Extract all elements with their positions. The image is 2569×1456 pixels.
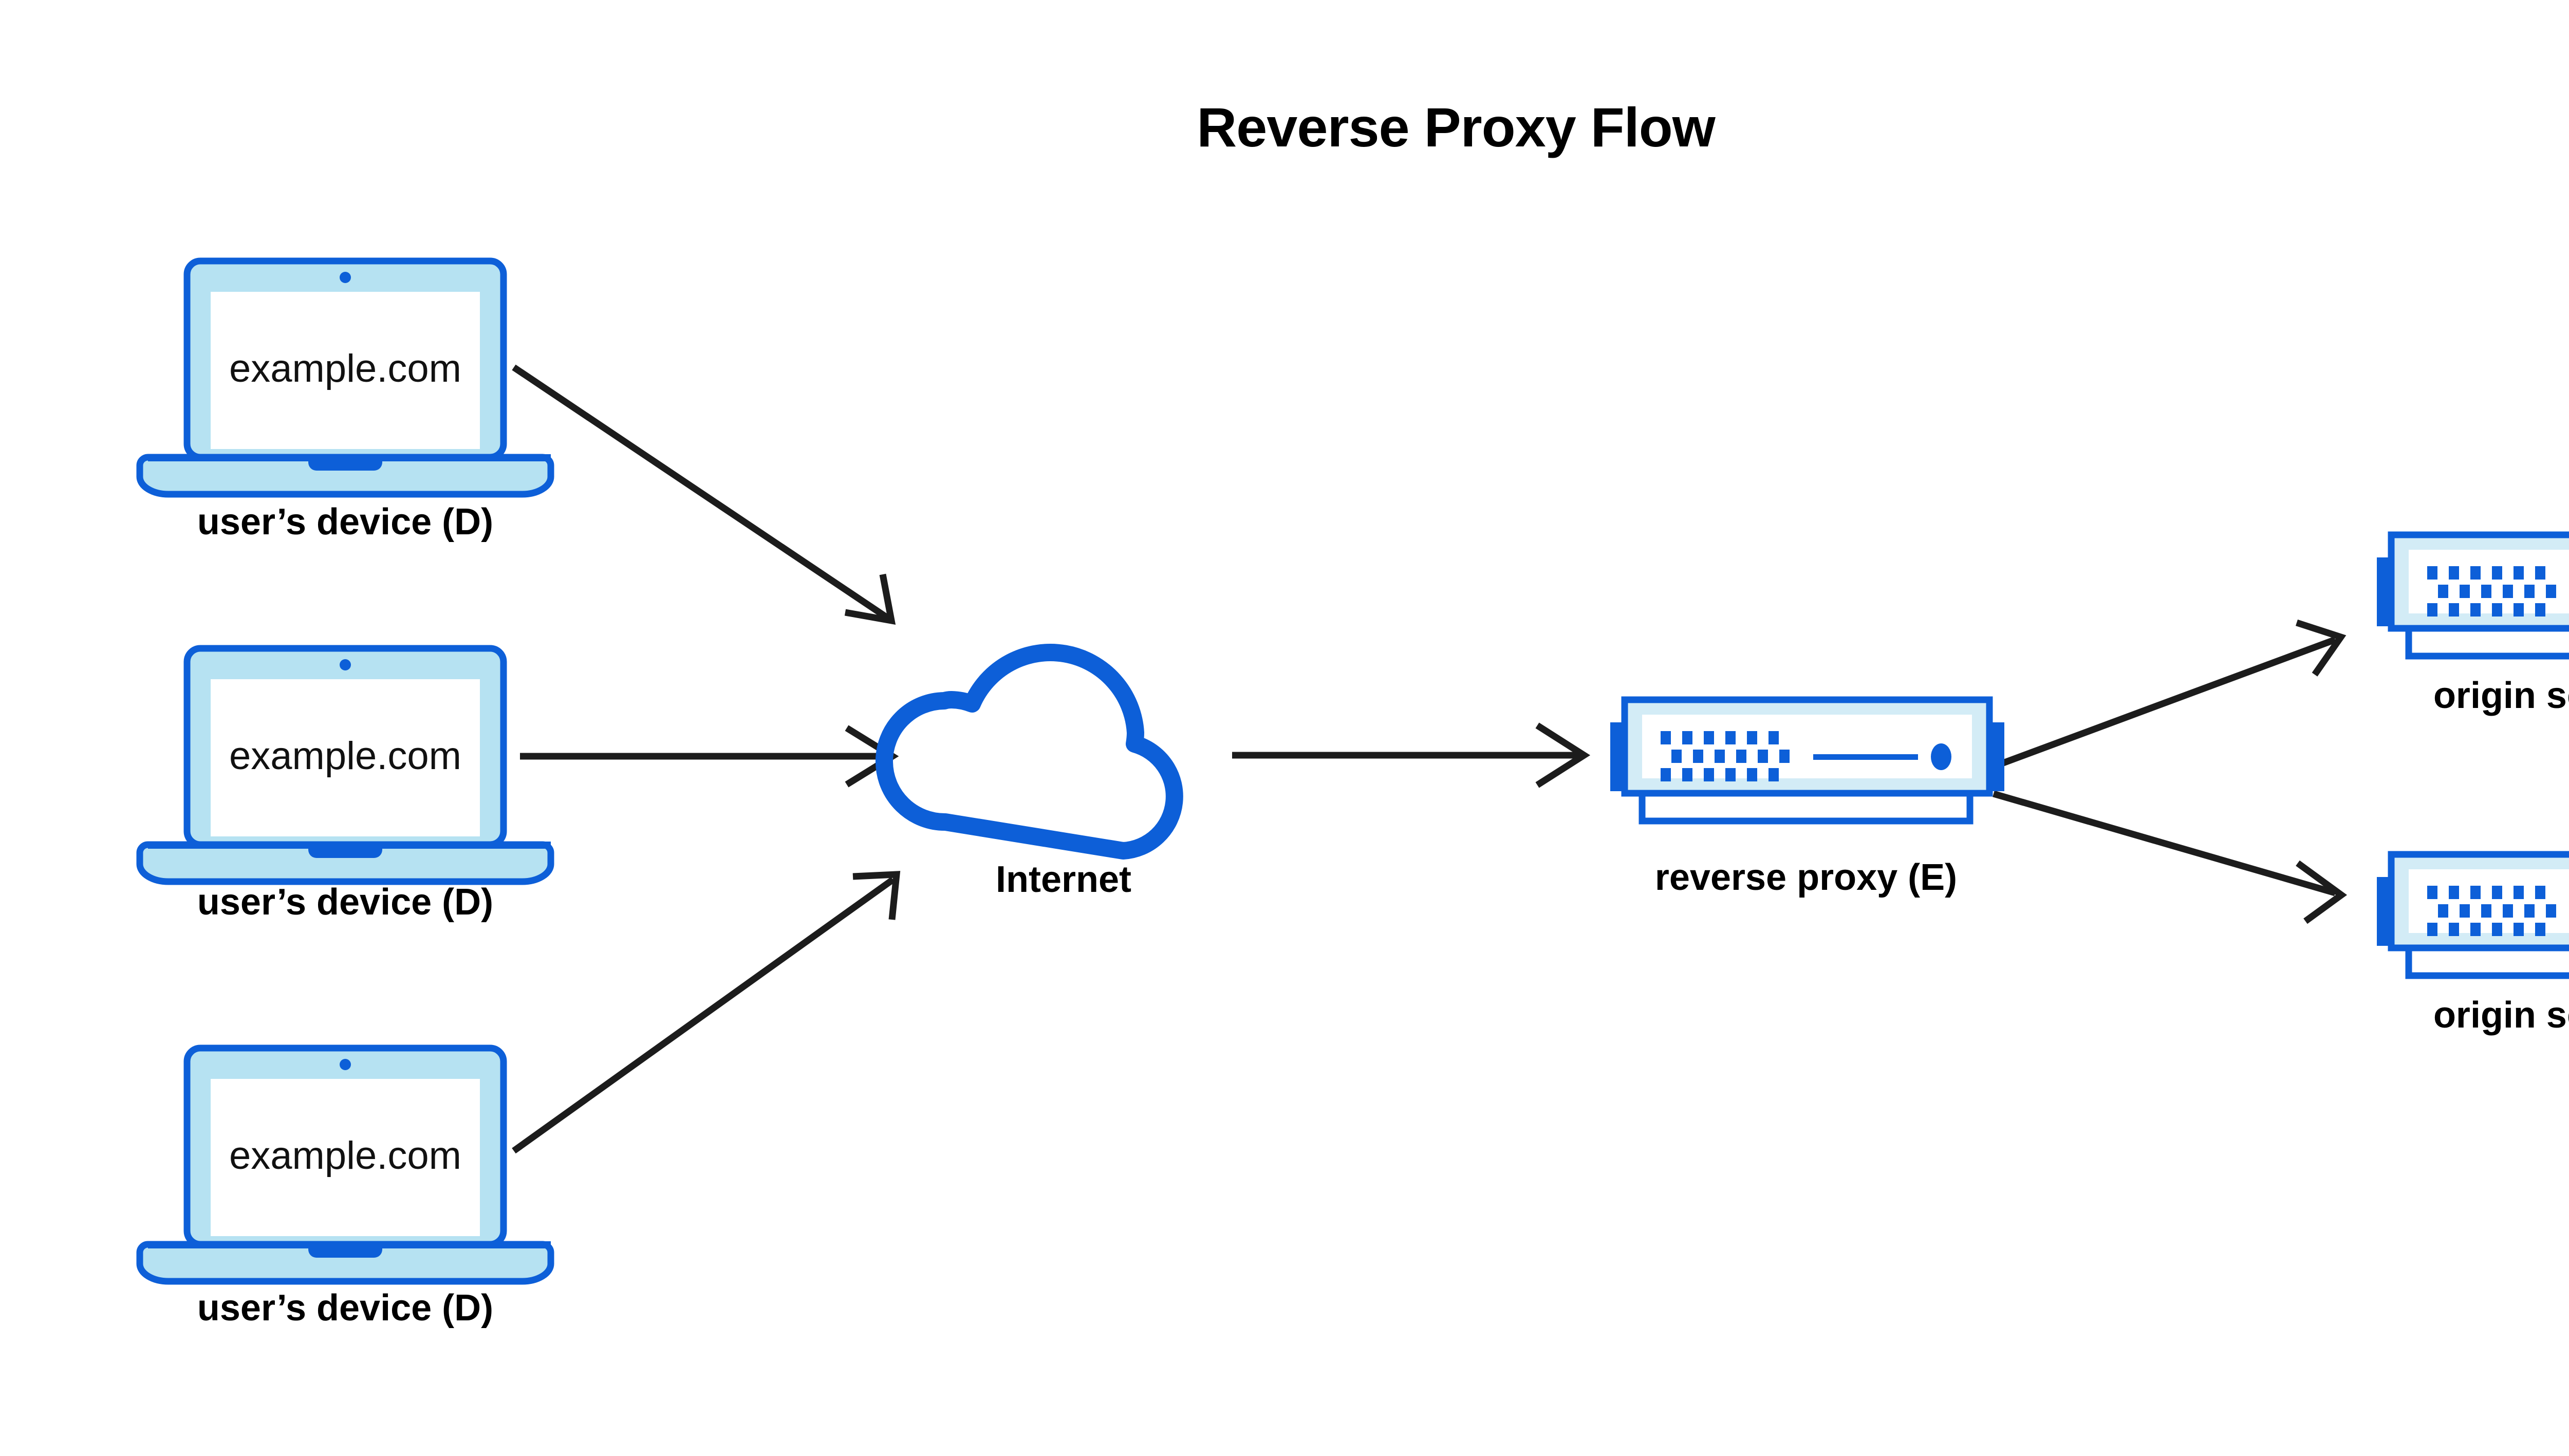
browser-url-text: example.com: [229, 347, 461, 390]
server-icon: [2377, 531, 2569, 660]
camera-dot-icon: [340, 272, 351, 283]
client-2-label: user’s device (D): [197, 882, 494, 923]
server-icon: [2377, 851, 2569, 979]
client-1-label: user’s device (D): [197, 501, 494, 543]
notch-icon: [308, 845, 382, 858]
reverse-proxy-label: reverse proxy (E): [1654, 857, 1958, 898]
vent-grid: [2427, 886, 2556, 936]
cloud-icon: [876, 644, 1183, 860]
status-line: [1813, 754, 1918, 760]
edge-client1-internet: [512, 364, 896, 625]
server-icon: [1610, 696, 2004, 825]
client-3-label: user’s device (D): [197, 1287, 494, 1329]
edge-client2-internet: [520, 725, 899, 788]
edge-proxy-origin2: [1993, 790, 2348, 924]
camera-dot-icon: [340, 659, 351, 670]
edge-internet-proxy: [1232, 722, 1591, 788]
page-title: Reverse Proxy Flow: [1197, 96, 1715, 158]
camera-dot-icon: [340, 1059, 351, 1070]
vent-grid: [1661, 731, 1790, 781]
laptop-icon: [136, 645, 554, 885]
laptop-icon: [136, 257, 554, 498]
origin-server-2-label: origin server (F): [2433, 995, 2569, 1036]
origin-server-1-label: origin server (F): [2433, 675, 2569, 716]
notch-icon: [308, 1244, 382, 1258]
browser-url-text: example.com: [229, 1134, 461, 1178]
edge-proxy-origin1: [1992, 619, 2347, 770]
notch-icon: [308, 457, 382, 471]
internet-label: Internet: [995, 859, 1132, 900]
laptop-icon: [136, 1044, 554, 1285]
edge-client3-internet: [512, 871, 901, 1154]
browser-url-text: example.com: [229, 734, 461, 778]
vent-grid: [2427, 566, 2556, 617]
status-light-icon: [1931, 743, 1951, 770]
